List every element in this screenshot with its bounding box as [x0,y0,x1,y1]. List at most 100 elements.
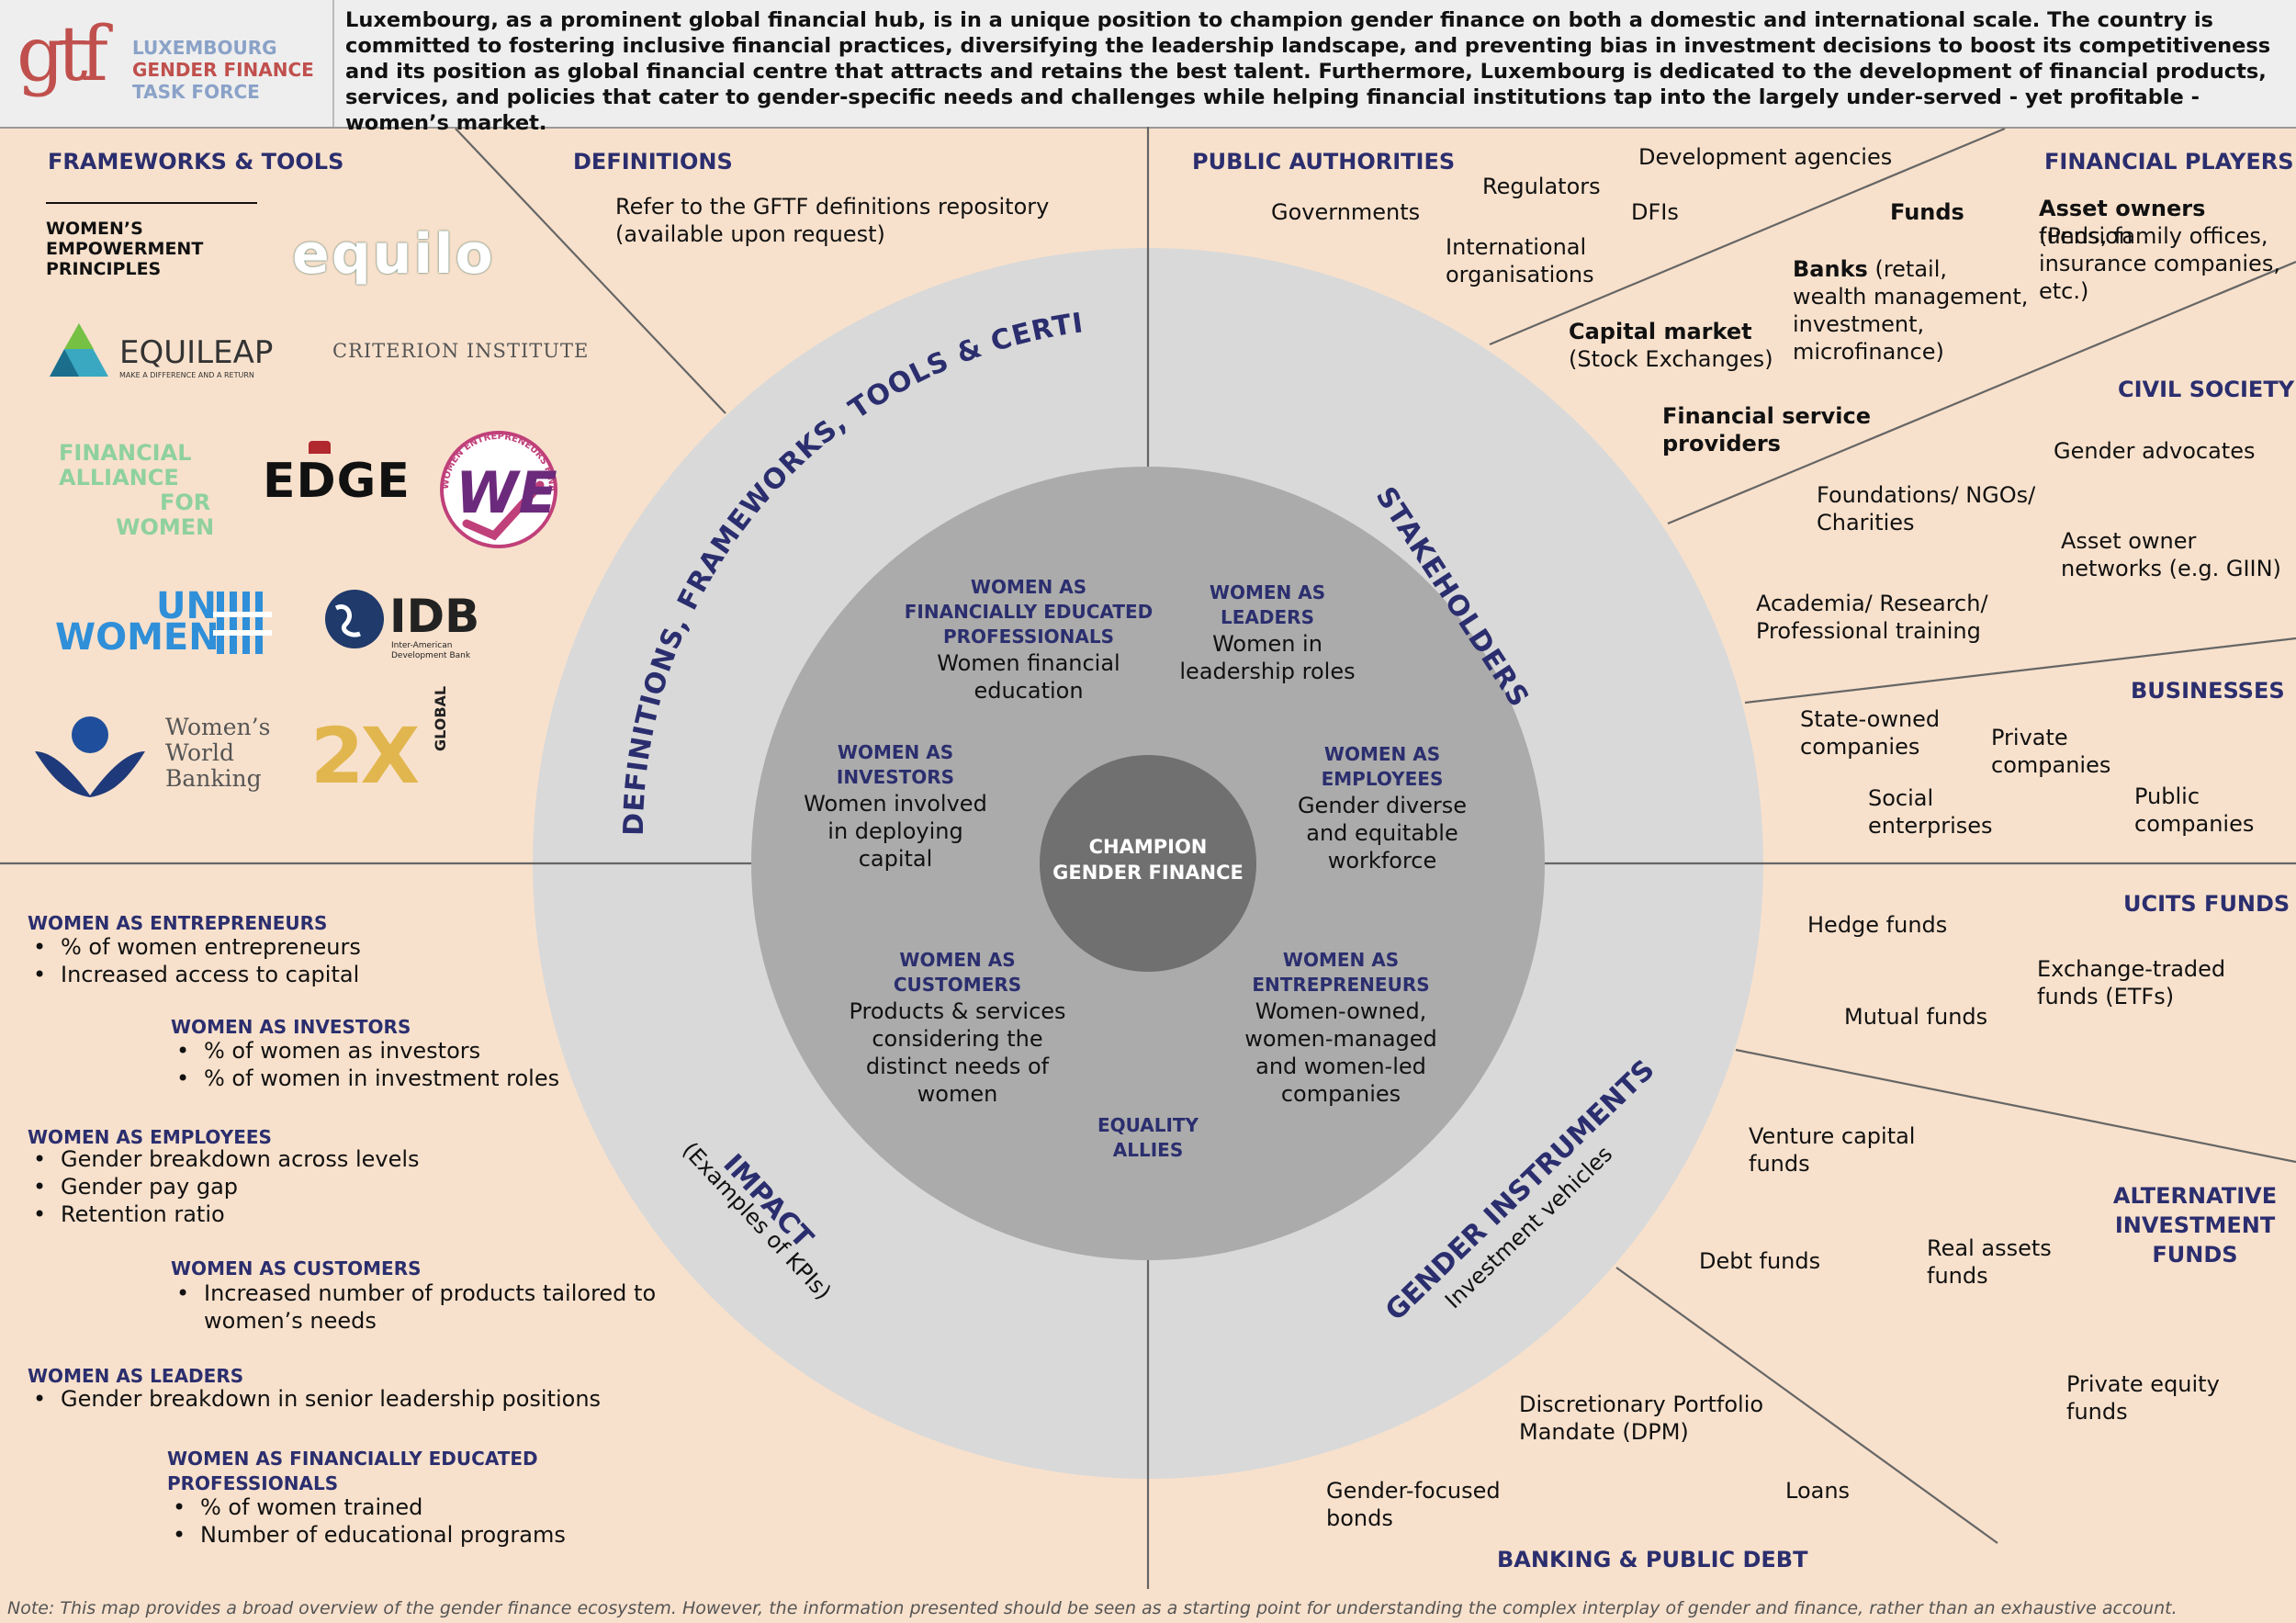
ucits-title: UCITS FUNDS [2123,891,2290,917]
center-line1: CHAMPION [1088,836,1208,858]
gftf-org-line3: TASK FORCE [132,81,260,103]
role-investors: WOMEN AS INVESTORS Women involved in dep… [790,740,1001,873]
frameworks-title: FRAMEWORKS & TOOLS [48,149,344,175]
dpm-line2: Mandate (DPM) [1519,1419,1689,1445]
kpi-item: % of women in investment roles [171,1065,559,1092]
role-entrepreneurs-d4: companies [1280,1081,1401,1107]
gftf-logo-mark: gtf [17,11,108,98]
public-authorities-title: PUBLIC AUTHORITIES [1192,149,1456,175]
kpi-item-continuation: women’s needs [204,1308,377,1334]
role-employees-d2: and equitable [1306,820,1458,846]
kpi-customers-list: Increased number of products tailored to… [171,1279,656,1335]
twox-name: 2X [310,711,420,801]
kpi-item: % of women trained [167,1493,566,1521]
banking-title: BANKING & PUBLIC DEBT [1497,1547,1808,1572]
role-leaders-d1: Women in [1212,631,1322,657]
role-entrepreneurs-h2: ENTREPRENEURS [1252,974,1430,996]
gftf-logo: gtf LUXEMBOURG GENDER FINANCE TASK FORCE [0,0,334,127]
fsp-line1: Financial service [1662,403,1871,429]
civil-society-title: CIVIL SOCIETY [2118,377,2295,402]
role-allies-h2: ALLIES [1112,1139,1184,1161]
role-educated-h1: WOMEN AS [970,576,1087,598]
intro-text: Luxembourg, as a prominent global financ… [345,8,2271,135]
equilo-logo: equilo [292,222,495,287]
gender-advocates-label: Gender advocates [2054,438,2256,464]
asset-owners-rest1: (Pension [2039,223,2133,249]
academia-line2: Professional training [1756,618,1981,644]
private-line1: Private [1991,725,2068,750]
role-investors-d2: in deploying [827,818,963,844]
role-investors-h1: WOMEN AS [837,741,954,763]
asset-owners-line4: etc.) [2039,278,2089,304]
regulators-label: Regulators [1482,174,1601,199]
vc-line1: Venture capital [1749,1123,1916,1149]
private-line2: companies [1991,752,2111,778]
role-employees-h1: WOMEN AS [1323,743,1441,765]
divider-definitions [455,128,726,414]
we-code-name: WE [456,459,557,526]
kpi-item: Gender breakdown across levels [28,1145,420,1173]
intl-orgs-line2: organisations [1446,262,1594,287]
intl-orgs-line1: International [1446,234,1587,260]
capital-market-bold: Capital market [1569,319,1752,344]
divider-businesses [1744,637,2296,704]
role-educated-h3: PROFESSIONALS [942,626,1115,648]
kpi-investors-title: WOMEN AS INVESTORS [171,1016,411,1038]
role-leaders: WOMEN AS LEADERS Women in leadership rol… [1157,580,1378,685]
kpi-item: % of women entrepreneurs [28,933,361,961]
role-educated-h2: FINANCIALLY EDUCATED [904,601,1154,623]
businesses-title: BUSINESSES [2131,678,2285,704]
state-owned-line1: State-owned [1800,706,1941,732]
equileap-tagline: MAKE A DIFFERENCE AND A RETURN [119,371,254,379]
asset-owner-networks-line1: Asset owner [2061,528,2197,554]
idb-name: IDB [389,590,480,643]
role-investors-h2: INVESTORS [836,766,955,788]
unwomen-line2: WOMEN [55,616,219,659]
banks-line1: Banks (retail, [1793,255,1947,283]
footnote: Note: This map provides a broad overview… [7,1598,2178,1618]
divider-ucits [1735,1048,2296,1164]
academia-line1: Academia/ Research/ [1756,591,1988,616]
role-leaders-d2: leadership roles [1179,659,1356,684]
idb-globe-icon [325,590,384,648]
role-investors-d3: capital [858,846,933,872]
center-line2: GENDER FINANCE [1052,862,1244,884]
bonds-line1: Gender-focused [1326,1478,1501,1504]
definitions-text2: (available upon request) [615,221,885,247]
kpi-item: Increased number of products tailored to [171,1279,656,1307]
dpm-line1: Discretionary Portfolio [1519,1392,1764,1417]
role-employees: WOMEN AS EMPLOYEES Gender diverse and eq… [1272,742,1492,874]
equileap-icon [50,323,108,377]
state-owned-line2: companies [1800,734,1920,760]
role-leaders-h2: LEADERS [1221,606,1314,628]
role-allies-h1: EQUALITY [1097,1114,1199,1136]
kpi-entrepreneurs-title: WOMEN AS ENTREPRENEURS [28,912,328,934]
banks-line4: microfinance) [1793,339,1944,365]
role-entrepreneurs-d3: and women-led [1255,1054,1426,1079]
asset-owner-networks-line2: networks (e.g. GIIN) [2061,556,2281,581]
loans-label: Loans [1785,1478,1851,1504]
role-entrepreneurs-h1: WOMEN AS [1282,949,1400,971]
divider-financial-players [1489,127,2006,346]
fa4w-line2: ALLIANCE [59,465,179,490]
etf-line2: funds (ETFs) [2037,984,2175,1009]
dfis-label: DFIs [1631,199,1679,225]
role-employees-d3: workforce [1327,848,1437,873]
kpi-item: Retention ratio [28,1200,420,1228]
wwb-line3: Banking [165,765,262,792]
definitions-text1: Refer to the GFTF definitions repository [615,194,1050,220]
kpi-item: Gender breakdown in senior leadership po… [28,1385,601,1413]
kpi-leaders-list: Gender breakdown in senior leadership po… [28,1385,601,1413]
edge-crown-icon [309,441,331,454]
kpi-educated-list: % of women trained Number of educational… [167,1493,566,1549]
role-entrepreneurs: WOMEN AS ENTREPRENEURS Women-owned, wome… [1221,948,1460,1108]
role-employees-h2: EMPLOYEES [1321,768,1444,790]
wwb-emblem-icon [35,716,145,797]
real-assets-line1: Real assets [1927,1235,2052,1261]
etf-line1: Exchange-traded [2037,956,2226,982]
role-allies: EQUALITY ALLIES [1075,1113,1221,1163]
banks-rest1: (retail, [1867,256,1948,282]
wep-line1: WOMEN’S [46,219,143,239]
kpi-customers-title: WOMEN AS CUSTOMERS [171,1257,422,1279]
social-line2: enterprises [1868,813,1993,839]
